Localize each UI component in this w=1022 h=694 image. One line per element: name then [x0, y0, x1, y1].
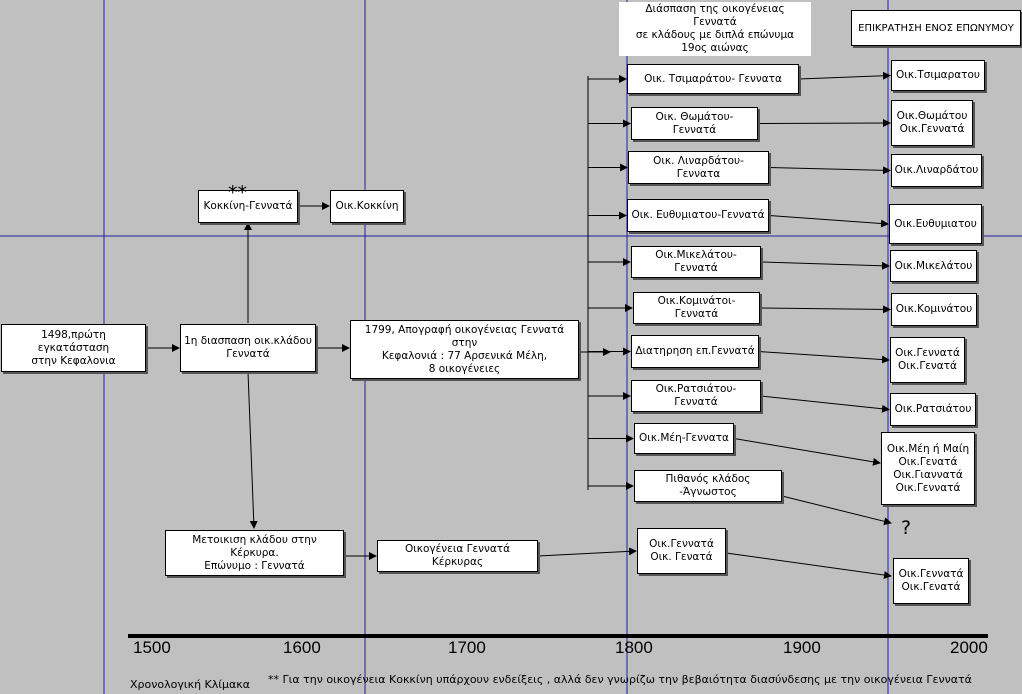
- footnote-text: ** Για την οικογένεια Κοκκίνη υπάρχουν ε…: [268, 673, 972, 686]
- branch-box-2: Οικ. Θωμάτου-Γεννατά: [631, 107, 758, 140]
- box-corfu-family: Οικογένεια Γεννατά Κέρκυρας: [377, 540, 538, 572]
- connectors: [146, 76, 892, 579]
- result-box-2: Οικ.Θωμάτου Οικ.Γεννατά: [891, 100, 973, 146]
- branch-box-3: Οικ. Λιναρδάτου-Γεννατα: [628, 151, 769, 184]
- box-kokkini-gennata: Κοκκίνη-Γεννατά: [198, 190, 298, 223]
- timeline-tick-2000: 2000: [950, 638, 988, 657]
- header-single-surname: ΕΠΙΚΡΑΤΗΣΗ ΕΝΟΣ ΕΠΩΝΥΜΟΥ: [851, 10, 1021, 46]
- arrow-branch-to-result-8: [760, 395, 890, 413]
- arrow-branch-to-result-7: [758, 351, 890, 364]
- timeline-tick-1500: 1500: [133, 638, 171, 657]
- arrow-split-to-corfu: [247, 371, 258, 529]
- result-box-5: Οικ.Μικελάτου: [890, 250, 977, 282]
- header-split: Διάσπαση της οικογένειας Γεννατά σε κλάδ…: [619, 2, 811, 56]
- box-corfu-move: Μετοικιση κλάδου στην Κέρκυρα. Επώνυμο :…: [165, 530, 344, 576]
- arrow-branch-to-result-3: [768, 166, 891, 175]
- timeline-scale-label: Χρονολογική Κλίμακα: [130, 678, 250, 691]
- timeline-tick-1900: 1900: [783, 638, 821, 657]
- result-box-7: Οικ.Γεννατά Οικ.Γενατά: [890, 337, 965, 383]
- box-first-split: 1η διασπαση οικ.κλάδου Γεννατά: [180, 324, 316, 372]
- branch-box-5: Οικ.Μικελάτου-Γεννατά: [631, 246, 761, 278]
- arrow-corfu-1800-to-2000: [725, 552, 892, 579]
- result-box-6: Οικ.Κομινάτου: [891, 293, 977, 326]
- arrow-branch-to-result-1: [798, 71, 891, 80]
- result-box-9: Οικ.Μέη ή Μαίη Οικ.Γενατά Οικ.Γιαννατά Ο…: [881, 432, 975, 505]
- branch-box-8: Οικ.Ρατσιάτου-Γεννατά: [631, 380, 761, 412]
- result-box-3: Οικ.Λιναρδάτου: [891, 154, 982, 187]
- footnote-stars: **: [228, 182, 247, 204]
- arrow-branch-to-unknown: [781, 495, 892, 526]
- branch-box-7: Διατηρηση επ.Γεννατά: [631, 335, 759, 368]
- arrow-family-to-corfu-1800: [537, 547, 637, 557]
- result-arrows: [733, 71, 892, 526]
- arrow-branch-to-result-4: [768, 215, 889, 228]
- result-box-8: Οικ.Ρατσιάτου: [890, 393, 976, 426]
- branch-box-1: Οικ. Τσιμαράτου- Γεννατα: [627, 64, 799, 94]
- arrow-branch-to-result-5: [760, 261, 890, 270]
- arrow-branch-to-result-6: [759, 305, 891, 314]
- arrow-branch-to-result-2: [757, 119, 891, 128]
- result-box-4: Οικ.Ευθυμιατου: [889, 204, 982, 244]
- box-kokkini: Οικ.Κοκκίνη: [330, 190, 404, 223]
- branch-box-6: Οικ.Κομινάτοι-Γεννατά: [633, 292, 760, 324]
- box-census-1799: 1799, Απογραφή οικογένειας Γεννατά στην …: [350, 320, 579, 379]
- timeline-tick-1600: 1600: [283, 638, 321, 657]
- box-corfu-2000: Οικ.Γεννατά Οικ.Γενατά: [893, 558, 969, 604]
- branch-box-4: Οικ. Ευθυμιατου-Γεννατά: [627, 199, 769, 232]
- result-box-1: Οικ.Τσιμαρατου: [891, 60, 985, 91]
- unknown-result-mark: ?: [901, 517, 912, 539]
- branch-box-10: Πιθανός κλάδος -Άγνωστος: [634, 470, 782, 502]
- timeline-tick-1800: 1800: [615, 638, 653, 657]
- branch-arrows: [588, 75, 634, 490]
- timeline-tick-1700: 1700: [448, 638, 486, 657]
- box-first-settlement: 1498,πρώτη εγκατάσταση στην Κεφαλονια: [1, 324, 146, 372]
- branch-box-9: Οικ.Μέη-Γεννατα: [634, 423, 734, 454]
- box-corfu-1800: Οικ.Γεννατά Οικ. Γενατά: [637, 528, 726, 574]
- arrow-branch-to-result-9: [733, 438, 881, 466]
